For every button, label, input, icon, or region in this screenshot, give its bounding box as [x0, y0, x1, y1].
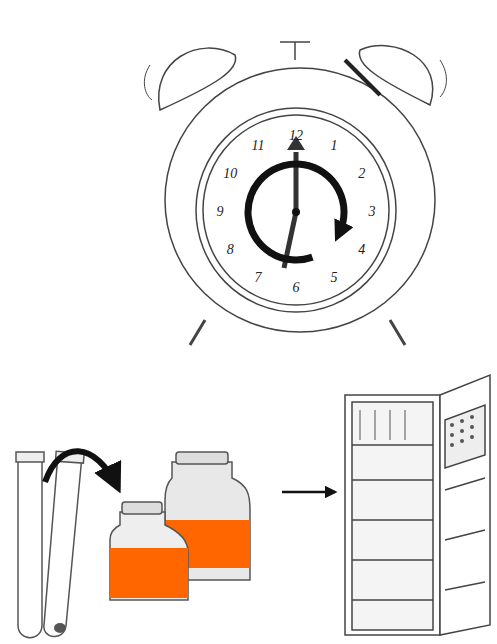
to-fridge-arrow: [282, 491, 335, 494]
test-tubes: [16, 451, 84, 638]
clock-number: 11: [252, 139, 265, 153]
clock-number: 1: [331, 139, 338, 153]
clock-number: 2: [358, 167, 365, 181]
alarm-clock: [144, 42, 446, 345]
jars: [110, 452, 250, 600]
clock-number: 4: [358, 243, 365, 257]
transfer-arrow: [45, 451, 118, 488]
clock-number: 9: [217, 205, 224, 219]
rotation-arrow: [248, 164, 344, 260]
clock-number: 10: [223, 167, 237, 181]
clock-number: 7: [255, 271, 262, 285]
clock-number: 3: [369, 205, 376, 219]
clock-hands: [284, 136, 305, 268]
clock-number: 8: [227, 243, 234, 257]
refrigerator: [345, 375, 490, 635]
clock-number: 12: [289, 129, 303, 143]
clock-number: 5: [331, 271, 338, 285]
clock-number: 6: [293, 281, 300, 295]
